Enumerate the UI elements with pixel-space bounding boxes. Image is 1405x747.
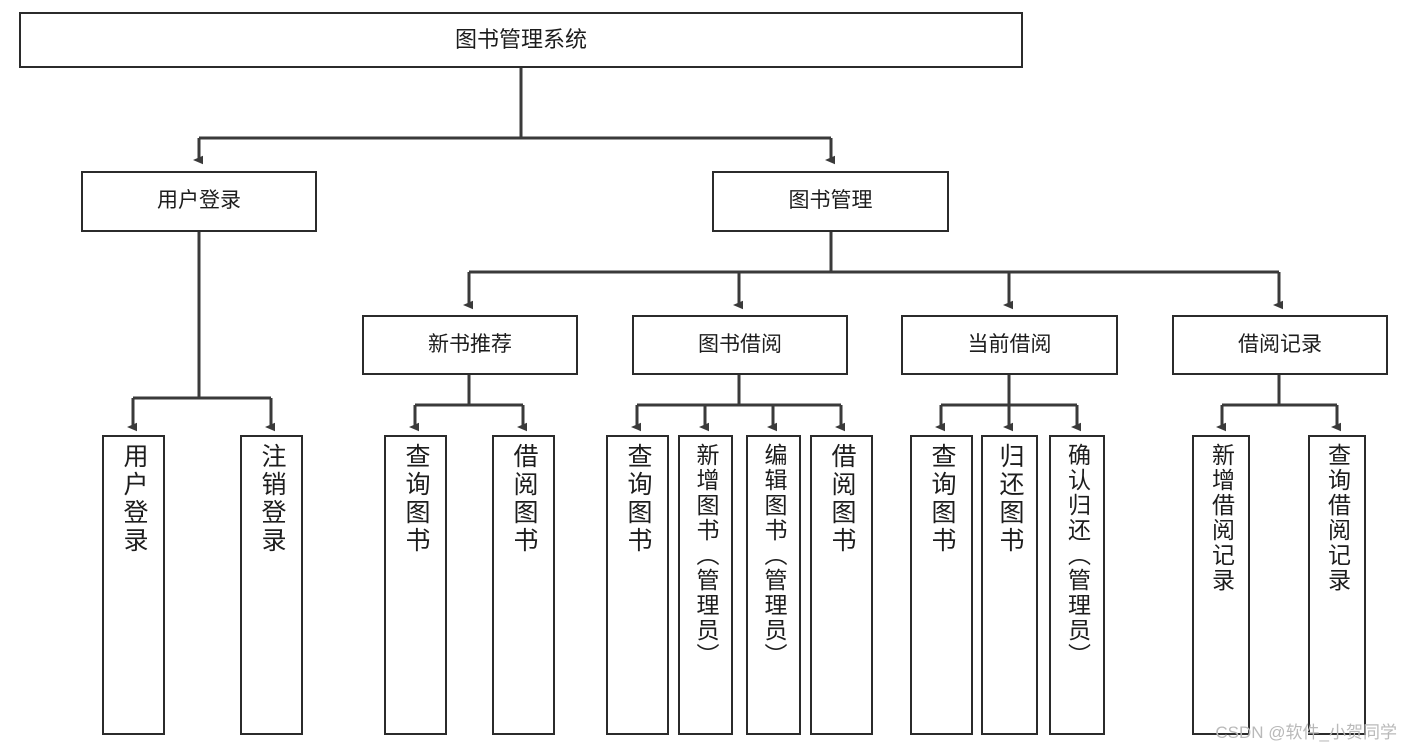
leaf-confirm-return[interactable]: 确认归还（管理员） bbox=[1049, 435, 1105, 735]
leaf-user-login[interactable]: 用户登录 bbox=[102, 435, 165, 735]
leaf-borrow-book-2[interactable]: 借阅图书 bbox=[810, 435, 873, 735]
leaf-query-book-3[interactable]: 查询图书 bbox=[910, 435, 973, 735]
leaf-add-book[interactable]: 新增图书（管理员） bbox=[678, 435, 733, 735]
leaf-confirm-return-label: 确认归还（管理员） bbox=[1064, 443, 1091, 668]
node-book-borrow[interactable]: 图书借阅 bbox=[632, 315, 848, 375]
leaf-query-book-1-label: 查询图书 bbox=[402, 443, 430, 555]
leaf-query-record-label: 查询借阅记录 bbox=[1324, 443, 1351, 593]
leaf-borrow-book-1[interactable]: 借阅图书 bbox=[492, 435, 555, 735]
node-user-login[interactable]: 用户登录 bbox=[81, 171, 317, 232]
node-book-manage-label: 图书管理 bbox=[788, 189, 873, 213]
leaf-user-logout[interactable]: 注销登录 bbox=[240, 435, 303, 735]
leaf-query-book-2[interactable]: 查询图书 bbox=[606, 435, 669, 735]
leaf-add-book-label: 新增图书（管理员） bbox=[693, 443, 719, 668]
node-current-borrow-label: 当前借阅 bbox=[967, 332, 1052, 356]
node-user-login-label: 用户登录 bbox=[157, 189, 241, 213]
node-borrow-record-label: 借阅记录 bbox=[1238, 332, 1322, 356]
leaf-user-logout-label: 注销登录 bbox=[258, 443, 286, 555]
leaf-borrow-book-2-label: 借阅图书 bbox=[828, 443, 856, 555]
node-current-borrow[interactable]: 当前借阅 bbox=[901, 315, 1118, 375]
leaf-query-book-1[interactable]: 查询图书 bbox=[384, 435, 447, 735]
leaf-edit-book[interactable]: 编辑图书（管理员） bbox=[746, 435, 801, 735]
node-new-book-recommend-label: 新书推荐 bbox=[428, 332, 512, 356]
leaf-query-record[interactable]: 查询借阅记录 bbox=[1308, 435, 1366, 735]
leaf-add-record[interactable]: 新增借阅记录 bbox=[1192, 435, 1250, 735]
leaf-return-book-label: 归还图书 bbox=[996, 443, 1024, 555]
node-root-label: 图书管理系统 bbox=[454, 27, 587, 53]
leaf-query-book-3-label: 查询图书 bbox=[928, 443, 956, 555]
leaf-add-record-label: 新增借阅记录 bbox=[1208, 443, 1235, 593]
node-borrow-record[interactable]: 借阅记录 bbox=[1172, 315, 1388, 375]
leaf-borrow-book-1-label: 借阅图书 bbox=[510, 443, 538, 555]
leaf-edit-book-label: 编辑图书（管理员） bbox=[761, 443, 787, 668]
leaf-user-login-label: 用户登录 bbox=[120, 443, 148, 555]
node-root[interactable]: 图书管理系统 bbox=[19, 12, 1023, 68]
node-book-manage[interactable]: 图书管理 bbox=[712, 171, 949, 232]
node-new-book-recommend[interactable]: 新书推荐 bbox=[362, 315, 578, 375]
leaf-query-book-2-label: 查询图书 bbox=[624, 443, 652, 555]
node-book-borrow-label: 图书借阅 bbox=[698, 332, 782, 356]
leaf-return-book[interactable]: 归还图书 bbox=[981, 435, 1038, 735]
